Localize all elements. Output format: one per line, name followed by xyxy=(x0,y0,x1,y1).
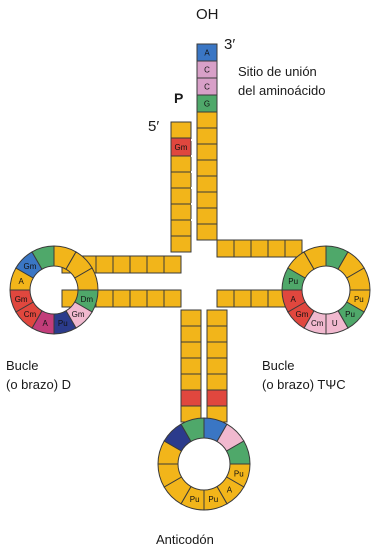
acceptor-5prime-base xyxy=(171,204,191,220)
acceptor-3prime-base xyxy=(197,176,217,192)
anticodon-3prime-base xyxy=(207,374,227,390)
base-letter: A xyxy=(43,319,49,328)
base-letter: C xyxy=(204,66,210,75)
t-loop-line-2: (o brazo) TΨC xyxy=(262,375,346,394)
base-letter: Pu xyxy=(208,495,218,504)
acceptor-3prime-base xyxy=(197,112,217,128)
acceptor-5prime-base xyxy=(171,156,191,172)
base-letter: Gm xyxy=(296,310,309,319)
base-letter: A xyxy=(227,485,233,494)
base-letter: C xyxy=(204,83,210,92)
anticodon-5prime-base xyxy=(181,358,201,374)
t-loop-line-1: Bucle xyxy=(262,356,346,375)
acceptor-5prime-base xyxy=(171,188,191,204)
t-stem-bottom-base xyxy=(234,290,251,307)
amino-acid-binding-site-label: Sitio de unión del aminoácido xyxy=(238,62,325,100)
binding-site-line-1: Sitio de unión xyxy=(238,62,325,81)
acceptor-5prime-base xyxy=(171,122,191,138)
anticodon-stem-modified-base xyxy=(181,390,201,406)
d-loop-label: Bucle (o brazo) D xyxy=(6,356,71,394)
phosphate-label: P xyxy=(174,90,183,106)
d-stem-top-base xyxy=(130,256,147,273)
acceptor-5prime-base xyxy=(171,172,191,188)
base-letter: A xyxy=(18,277,24,286)
t-stem-top-base xyxy=(251,240,268,257)
base-letter: Pu xyxy=(354,295,364,304)
anticodon-3prime-base xyxy=(207,326,227,342)
base-letter: Gm xyxy=(24,262,37,271)
anticodon-stem-modified-base xyxy=(207,390,227,406)
d-loop-line-1: Bucle xyxy=(6,356,71,375)
acceptor-3prime-base xyxy=(197,128,217,144)
d-stem-bottom-base xyxy=(147,290,164,307)
anticodon-3prime-base xyxy=(207,310,227,326)
t-stem-bottom-base xyxy=(217,290,234,307)
d-stem-bottom-base xyxy=(113,290,130,307)
oh-label: OH xyxy=(196,6,219,23)
base-letter: A xyxy=(204,49,210,58)
base-letter: Gm xyxy=(175,143,188,152)
base-letter: Dm xyxy=(81,295,94,304)
acceptor-3prime-base xyxy=(197,208,217,224)
anticodon-5prime-base xyxy=(181,326,201,342)
base-letter: Pu xyxy=(234,469,244,478)
base-letter: Pu xyxy=(288,277,298,286)
base-letter: Gm xyxy=(72,310,85,319)
d-loop-line-2: (o brazo) D xyxy=(6,375,71,394)
anticodon-label: Anticodón xyxy=(156,532,214,547)
anticodon-5prime-base xyxy=(181,310,201,326)
d-stem-bottom-base xyxy=(164,290,181,307)
acceptor-3prime-base xyxy=(197,224,217,240)
base-letter: Cm xyxy=(311,319,324,328)
t-loop-label: Bucle (o brazo) TΨC xyxy=(262,356,346,394)
base-letter: Cm xyxy=(24,310,37,319)
d-stem-bottom-base xyxy=(130,290,147,307)
d-stem-top-base xyxy=(113,256,130,273)
five-prime-label: 5′ xyxy=(148,118,159,135)
anticodon-3prime-base xyxy=(207,358,227,374)
base-letter: U xyxy=(332,319,338,328)
binding-site-line-2: del aminoácido xyxy=(238,81,325,100)
base-letter: Pu xyxy=(190,495,200,504)
acceptor-5prime-base xyxy=(171,236,191,252)
acceptor-3prime-base xyxy=(197,144,217,160)
t-stem-bottom-base xyxy=(251,290,268,307)
t-stem-top-base xyxy=(217,240,234,257)
d-stem-top-base xyxy=(96,256,113,273)
base-letter: Gm xyxy=(15,295,28,304)
d-stem-top-base xyxy=(147,256,164,273)
three-prime-label: 3′ xyxy=(224,36,235,53)
t-stem-top-base xyxy=(268,240,285,257)
base-letter: G xyxy=(204,100,210,109)
acceptor-5prime-base xyxy=(171,220,191,236)
base-pair-links xyxy=(191,140,197,220)
anticodon-5prime-base xyxy=(181,374,201,390)
d-stem-top-base xyxy=(164,256,181,273)
base-letter: A xyxy=(290,295,296,304)
base-letter: Pu xyxy=(58,319,68,328)
anticodon-3prime-base xyxy=(207,342,227,358)
t-stem-top-base xyxy=(234,240,251,257)
acceptor-3prime-base xyxy=(197,160,217,176)
base-letter: Pu xyxy=(345,310,355,319)
d-stem-bottom-base xyxy=(96,290,113,307)
acceptor-3prime-base xyxy=(197,192,217,208)
anticodon-5prime-base xyxy=(181,342,201,358)
